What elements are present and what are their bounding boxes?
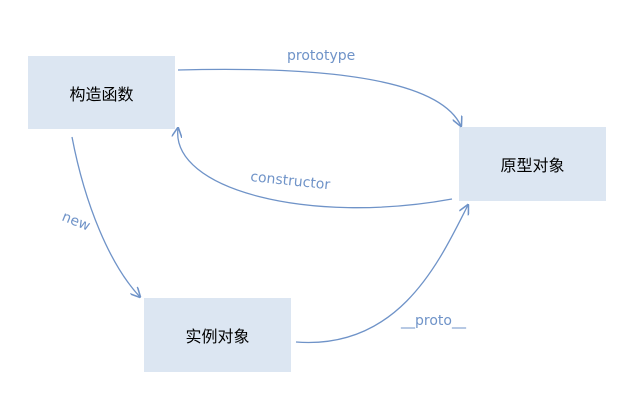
constructor-edge-label: constructor xyxy=(250,169,332,193)
constructor-function-box: 构造函数 xyxy=(28,56,175,129)
proto-arrow xyxy=(295,205,468,344)
prototype-object-box: 原型对象 xyxy=(459,127,606,201)
instance-object-label: 实例对象 xyxy=(185,327,250,346)
new-edge-label: new xyxy=(60,209,93,235)
prototype-arrow xyxy=(177,68,461,126)
new-arrow xyxy=(71,136,140,297)
constructor-function-label: 构造函数 xyxy=(69,84,134,104)
proto-edge-label: __proto__ xyxy=(400,313,467,329)
prototype-object-label: 原型对象 xyxy=(500,156,565,175)
prototype-edge-label: prototype xyxy=(287,48,355,64)
constructor-arrow xyxy=(178,128,453,209)
instance-object-box: 实例对象 xyxy=(144,298,291,372)
